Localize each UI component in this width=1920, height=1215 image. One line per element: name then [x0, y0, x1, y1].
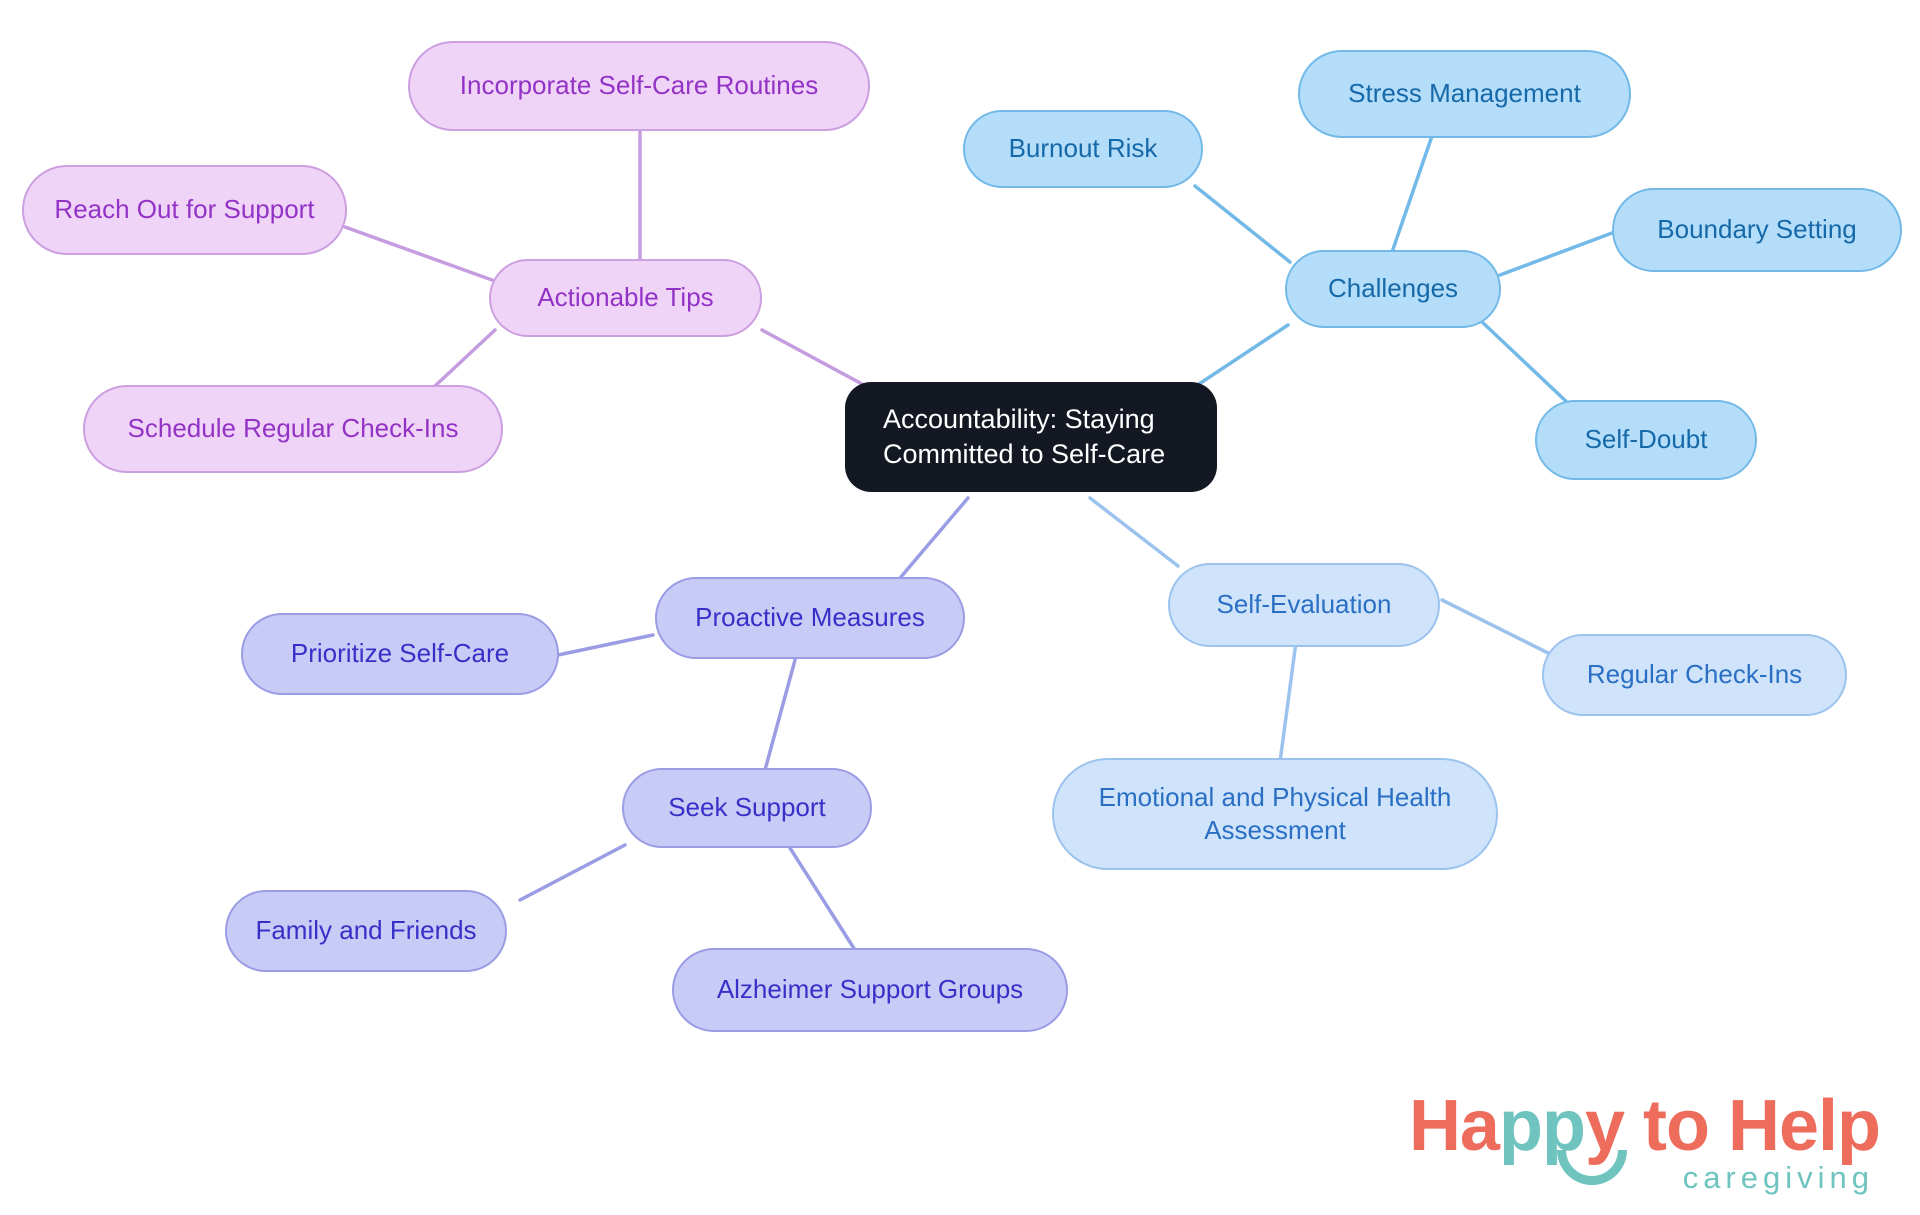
logo-wordmark: Happy to Help [1409, 1090, 1881, 1185]
logo-text-to: to [1624, 1085, 1728, 1166]
edge-challenges-to-root [1188, 323, 1290, 392]
edge-challenges-to-self-doubt [1478, 318, 1572, 407]
node-emotional-and-physical-health-assessment[interactable]: Emotional and Physical Health Assessment [1052, 758, 1498, 870]
node-root[interactable]: Accountability: Staying Committed to Sel… [845, 382, 1217, 492]
node-boundary-setting[interactable]: Boundary Setting [1612, 188, 1902, 272]
happy-to-help-logo: Happy to Help caregiving [1409, 1090, 1881, 1195]
edge-proactive-measures-to-root [898, 496, 970, 580]
edge-challenges-to-boundary [1498, 228, 1622, 277]
node-proactive-measures[interactable]: Proactive Measures [655, 577, 965, 659]
node-stress-management[interactable]: Stress Management [1298, 50, 1631, 138]
node-schedule-regular-check-ins[interactable]: Schedule Regular Check-Ins [83, 385, 503, 473]
edge-actionable-tips-to-root [760, 328, 864, 386]
logo-tagline: caregiving [1682, 1160, 1874, 1195]
edge-challenges-to-stress [1388, 134, 1434, 260]
node-self-doubt[interactable]: Self-Doubt [1535, 400, 1757, 480]
node-self-evaluation[interactable]: Self-Evaluation [1168, 563, 1440, 647]
node-incorporate-self-care-routines[interactable]: Incorporate Self-Care Routines [408, 41, 870, 131]
node-challenges[interactable]: Challenges [1285, 250, 1501, 328]
smile-arc-icon [1556, 1149, 1627, 1185]
edge-proactive-measures-to-seek-support [763, 658, 797, 772]
edge-self-evaluation-to-regular-check-ins [1440, 598, 1554, 657]
node-actionable-tips[interactable]: Actionable Tips [489, 259, 762, 337]
node-prioritize-self-care[interactable]: Prioritize Self-Care [241, 613, 559, 695]
node-family-and-friends[interactable]: Family and Friends [225, 890, 507, 972]
edge-proactive-measures-to-prioritize [556, 633, 655, 657]
edge-actionable-tips-to-reach-out [343, 225, 494, 282]
node-alzheimer-support-groups[interactable]: Alzheimer Support Groups [672, 948, 1068, 1032]
edge-self-evaluation-to-root [1088, 496, 1180, 568]
node-burnout-risk[interactable]: Burnout Risk [963, 110, 1203, 188]
logo-text-ha: Ha [1408, 1085, 1500, 1166]
edge-seek-support-to-alzheimer [788, 846, 857, 952]
edge-challenges-to-burnout [1193, 184, 1292, 264]
logo-text-help: Help [1727, 1085, 1881, 1166]
edge-seek-support-to-family [518, 843, 627, 902]
node-reach-out-for-support[interactable]: Reach Out for Support [22, 165, 347, 255]
node-seek-support[interactable]: Seek Support [622, 768, 872, 848]
node-regular-check-ins[interactable]: Regular Check-Ins [1542, 634, 1847, 716]
